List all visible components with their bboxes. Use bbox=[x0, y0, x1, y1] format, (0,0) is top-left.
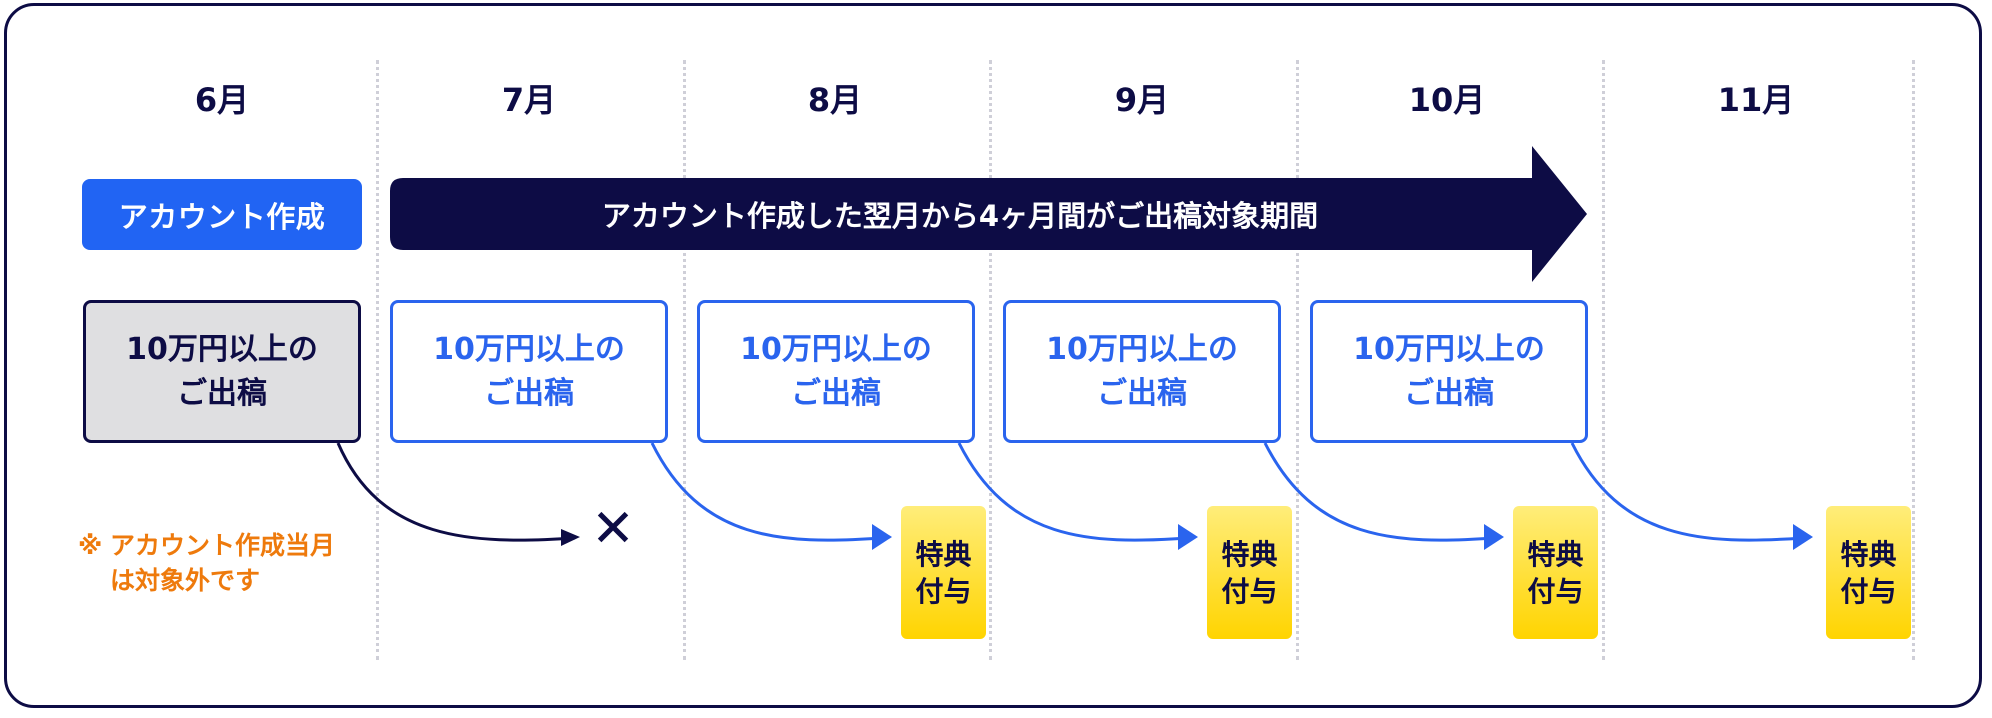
month-label-november: 11月 bbox=[1717, 81, 1795, 119]
benefit-badge-october: 特典 付与 bbox=[1513, 506, 1598, 639]
arrowhead-blue bbox=[872, 524, 892, 550]
month-label-august: 8月 bbox=[807, 81, 863, 119]
card-line1: 10万円以上の bbox=[1353, 331, 1545, 367]
column-divider bbox=[683, 60, 686, 660]
column-divider bbox=[1296, 60, 1299, 660]
card-line2: ご出稿 bbox=[1404, 375, 1494, 411]
month-label-june: 6月 bbox=[194, 81, 250, 119]
benefit-line2: 付与 bbox=[1221, 574, 1278, 608]
connector-arrow-september bbox=[1263, 442, 1495, 542]
card-line1: 10万円以上の bbox=[1046, 331, 1238, 367]
benefit-badge-november: 特典 付与 bbox=[1826, 506, 1911, 639]
card-line2: ご出稿 bbox=[177, 375, 267, 411]
account-creation-pill: アカウント作成 bbox=[82, 179, 362, 250]
connector-arrow-august bbox=[957, 442, 1189, 542]
deposit-card-september: 10万円以上の ご出稿 bbox=[1003, 300, 1281, 443]
excluded-cross-icon: ✕ bbox=[591, 499, 635, 559]
note-line2: は対象外です bbox=[110, 566, 261, 595]
benefit-badge-september: 特典 付与 bbox=[1207, 506, 1292, 639]
column-divider bbox=[376, 60, 379, 660]
arrowhead-blue bbox=[1793, 524, 1813, 550]
deposit-card-august: 10万円以上の ご出稿 bbox=[697, 300, 975, 443]
column-divider bbox=[1602, 60, 1605, 660]
connector-arrow-october bbox=[1570, 442, 1804, 542]
card-line1: 10万円以上の bbox=[740, 331, 932, 367]
deposit-card-july: 10万円以上の ご出稿 bbox=[390, 300, 668, 443]
column-divider bbox=[989, 60, 992, 660]
card-line2: ご出稿 bbox=[484, 375, 574, 411]
connector-arrow-july bbox=[650, 442, 883, 542]
card-line2: ご出稿 bbox=[1097, 375, 1187, 411]
arrowhead-blue bbox=[1178, 524, 1198, 550]
month-label-october: 10月 bbox=[1408, 81, 1486, 119]
connector-arrow-june bbox=[336, 442, 576, 542]
period-arrow-shape bbox=[390, 146, 1587, 282]
card-line1: 10万円以上の bbox=[126, 331, 318, 367]
benefit-line2: 付与 bbox=[1840, 574, 1897, 608]
arrowhead-blue bbox=[1484, 524, 1504, 550]
note-mark: ※ bbox=[78, 531, 103, 560]
benefit-line2: 付与 bbox=[915, 574, 972, 608]
deposit-card-june: 10万円以上の ご出稿 bbox=[83, 300, 361, 443]
deposit-card-october: 10万円以上の ご出稿 bbox=[1310, 300, 1588, 443]
benefit-line2: 付与 bbox=[1527, 574, 1584, 608]
benefit-badge-august: 特典 付与 bbox=[901, 506, 986, 639]
benefit-line1: 特典 bbox=[1221, 537, 1278, 571]
exclusion-note: ※アカウント作成当月 は対象外です bbox=[78, 528, 378, 598]
column-divider bbox=[1912, 60, 1915, 660]
arrowhead-navy bbox=[561, 529, 580, 546]
benefit-line1: 特典 bbox=[915, 537, 972, 571]
card-line2: ご出稿 bbox=[791, 375, 881, 411]
month-label-july: 7月 bbox=[501, 81, 557, 119]
period-arrow-label: アカウント作成した翌月から4ヶ月間がご出稿対象期間 bbox=[601, 199, 1319, 233]
card-line1: 10万円以上の bbox=[433, 331, 625, 367]
month-label-september: 9月 bbox=[1114, 81, 1170, 119]
note-line1: アカウント作成当月 bbox=[110, 531, 336, 560]
benefit-line1: 特典 bbox=[1840, 537, 1897, 571]
benefit-line1: 特典 bbox=[1527, 537, 1584, 571]
